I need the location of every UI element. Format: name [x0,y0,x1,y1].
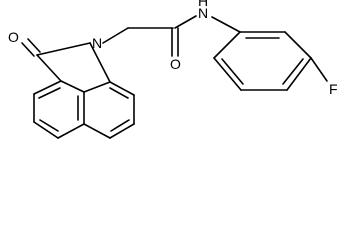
bond-c6-c7 [109,123,135,139]
atom-o-amide: O [170,56,181,72]
bond-ar-f [310,57,328,82]
atom-fluorine: F [329,81,338,97]
molecule-drawing: O N N H O F [8,0,338,139]
bond-ar5-ar6-inner [221,58,244,85]
structure-canvas: O N N H O F [8,0,338,139]
bond-c8-c8a-inner [109,87,129,99]
atom-o-lactam: O [8,29,19,45]
bond-ar3-ar4 [286,57,312,91]
bond-c4-c5 [33,121,59,139]
atom-n-ring: N [92,35,102,51]
bond-c8b-c8a [83,81,111,93]
bond-c6-c7-inner [110,119,130,132]
bond-ar5-ar6 [213,57,242,91]
bond-c2-n1 [36,42,91,56]
bond-c5-c5a [57,123,85,139]
bond-c8-c8a [109,81,135,96]
bond-ar2-ar3 [284,31,312,59]
atom-h-amide: H [198,0,208,9]
bond-c2-o-a [21,42,35,57]
bond-ar6-ar1 [213,31,241,59]
bond-c2-o-b [27,38,41,53]
bond-c2a-c3 [33,80,62,95]
atom-n-amide: N [198,5,208,21]
bond-c2a-c8b [60,80,85,93]
bond-n1-c8a [89,42,111,83]
bond-ar3-ar4-inner [282,58,304,85]
bond-c3-c3-inner [38,87,61,99]
bond-n1-ch2 [102,27,129,44]
bond-c4-c5-inner [39,119,59,132]
bond-nh-ar [211,16,241,33]
bond-c5a-c6 [83,123,111,139]
bond-c2-c2a [36,54,62,82]
bond-co-nh [174,15,197,29]
